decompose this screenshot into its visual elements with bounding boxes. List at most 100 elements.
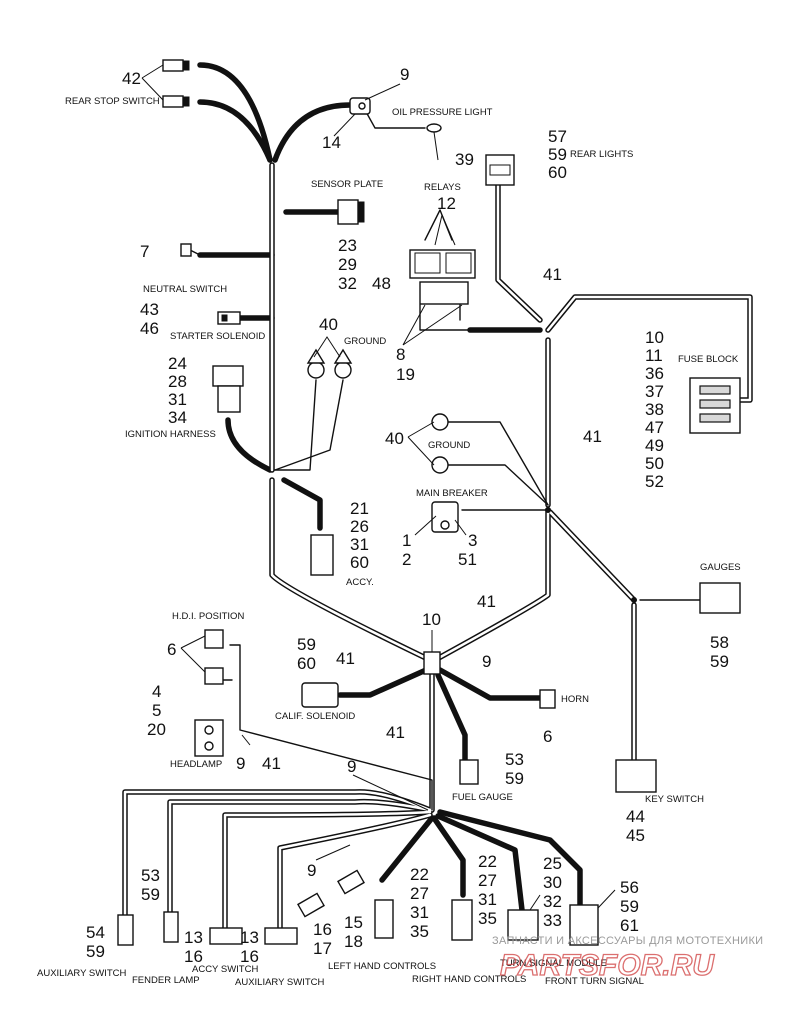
callout-6: 6 xyxy=(543,727,552,746)
callout-35: 35 xyxy=(478,909,497,928)
callout-16: 16 xyxy=(184,947,203,966)
callout-27: 27 xyxy=(478,871,497,890)
callout-59: 59 xyxy=(86,942,105,961)
callout-16: 16 xyxy=(313,920,332,939)
label-neutral-switch: NEUTRAL SWITCH xyxy=(143,284,227,295)
callout-58: 58 xyxy=(710,633,729,652)
callout-60: 60 xyxy=(350,553,369,572)
callout-13: 13 xyxy=(184,928,203,947)
callout-28: 28 xyxy=(168,372,187,391)
key-switch xyxy=(615,759,657,793)
label-ignition-harness: IGNITION HARNESS xyxy=(125,429,216,440)
ignition-harness-connector xyxy=(212,365,244,413)
callout-59: 59 xyxy=(620,897,639,916)
callout-25: 25 xyxy=(543,854,562,873)
center-junction xyxy=(423,651,441,675)
callout-59: 59 xyxy=(548,145,567,164)
callout-34: 34 xyxy=(168,408,187,427)
lower-connectors xyxy=(117,869,599,946)
label-relays: RELAYS xyxy=(424,182,461,193)
label-front-turn-signal: FRONT TURN SIGNAL xyxy=(545,976,644,987)
callout-3: 3 xyxy=(468,531,477,550)
callout-15: 15 xyxy=(344,913,363,932)
callout-38: 38 xyxy=(645,400,664,419)
label-turn-signal-module: TURN SIGNAL MODULE xyxy=(500,958,607,969)
callout-22: 22 xyxy=(478,852,497,871)
callout-29: 29 xyxy=(338,255,357,274)
label-hdi-position: H.D.I. POSITION xyxy=(172,611,244,622)
label-calif-solenoid: CALIF. SOLENOID xyxy=(275,711,355,722)
callout-57: 57 xyxy=(548,127,567,146)
label-auxiliary-switch: AUXILIARY SWITCH xyxy=(235,977,325,988)
callout-35: 35 xyxy=(410,922,429,941)
callout-59: 59 xyxy=(505,769,524,788)
label-main-breaker: MAIN BREAKER xyxy=(416,488,488,499)
callout-30: 30 xyxy=(543,873,562,892)
callout-33: 33 xyxy=(543,911,562,930)
callout-40: 40 xyxy=(319,315,338,334)
label-accy: ACCY. xyxy=(346,577,374,588)
callout-32: 32 xyxy=(543,892,562,911)
label-rear-lights: REAR LIGHTS xyxy=(570,149,633,160)
callout-16: 16 xyxy=(240,947,259,966)
headlamp-connector xyxy=(194,719,224,757)
callout-44: 44 xyxy=(626,807,645,826)
watermark-tagline: ЗАПЧАСТИ И АКСЕССУАРЫ ДЛЯ МОТОТЕХНИКИ xyxy=(492,935,763,947)
callout-21: 21 xyxy=(350,499,369,518)
callout-56: 56 xyxy=(620,878,639,897)
callout-43: 43 xyxy=(140,300,159,319)
label-horn: HORN xyxy=(561,694,589,705)
callout-53: 53 xyxy=(141,866,160,885)
callout-23: 23 xyxy=(338,236,357,255)
callout-4: 4 xyxy=(152,682,161,701)
leader-lines xyxy=(141,64,616,911)
callout-41: 41 xyxy=(336,649,355,668)
label-ground-1: GROUND xyxy=(344,336,386,347)
label-rear-stop-switch: REAR STOP SWITCH xyxy=(65,96,160,107)
callout-7: 7 xyxy=(140,242,149,261)
callout-26: 26 xyxy=(350,517,369,536)
callout-41: 41 xyxy=(477,592,496,611)
callout-31: 31 xyxy=(410,903,429,922)
callout-31: 31 xyxy=(478,890,497,909)
calif-solenoid-connector xyxy=(301,682,339,708)
label-fuel-gauge: FUEL GAUGE xyxy=(452,792,513,803)
callout-51: 51 xyxy=(458,550,477,569)
callout-numbers: 42 9 14 39 57 59 60 12 48 8 19 7 23 29 3… xyxy=(86,65,729,966)
callout-31: 31 xyxy=(168,390,187,409)
connector-7 xyxy=(180,243,192,257)
callout-48: 48 xyxy=(372,274,391,293)
label-sensor-plate: SENSOR PLATE xyxy=(311,179,383,190)
accy-connector xyxy=(310,534,334,576)
label-starter-solenoid: STARTER SOLENOID xyxy=(170,331,265,342)
rear-stop-switch-connectors xyxy=(162,59,190,108)
callout-20: 20 xyxy=(147,720,166,739)
label-headlamp: HEADLAMP xyxy=(170,759,222,770)
callout-9: 9 xyxy=(400,65,409,84)
callout-2: 2 xyxy=(402,550,411,569)
fuse-block xyxy=(689,377,741,434)
callout-41: 41 xyxy=(262,754,281,773)
callout-37: 37 xyxy=(645,382,664,401)
relays xyxy=(409,249,476,305)
callout-61: 61 xyxy=(620,916,639,935)
component-labels: REAR STOP SWITCH OIL PRESSURE LIGHT REAR… xyxy=(37,96,741,988)
callout-9: 9 xyxy=(347,757,356,776)
callout-39: 39 xyxy=(455,150,474,169)
callout-9: 9 xyxy=(307,861,316,880)
callout-24: 24 xyxy=(168,354,187,373)
label-right-hand-controls: RIGHT HAND CONTROLS xyxy=(412,974,526,985)
callout-46: 46 xyxy=(140,319,159,338)
callout-36: 36 xyxy=(645,364,664,383)
ground-terminals-2 xyxy=(431,413,449,474)
callout-45: 45 xyxy=(626,826,645,845)
callout-9: 9 xyxy=(482,652,491,671)
callout-40: 40 xyxy=(385,429,404,448)
fuel-gauge-connector xyxy=(459,759,479,785)
callout-8: 8 xyxy=(396,345,405,364)
callout-18: 18 xyxy=(344,932,363,951)
label-left-hand-controls: LEFT HAND CONTROLS xyxy=(328,961,436,972)
callout-50: 50 xyxy=(645,454,664,473)
callout-22: 22 xyxy=(410,865,429,884)
callout-6: 6 xyxy=(167,640,176,659)
